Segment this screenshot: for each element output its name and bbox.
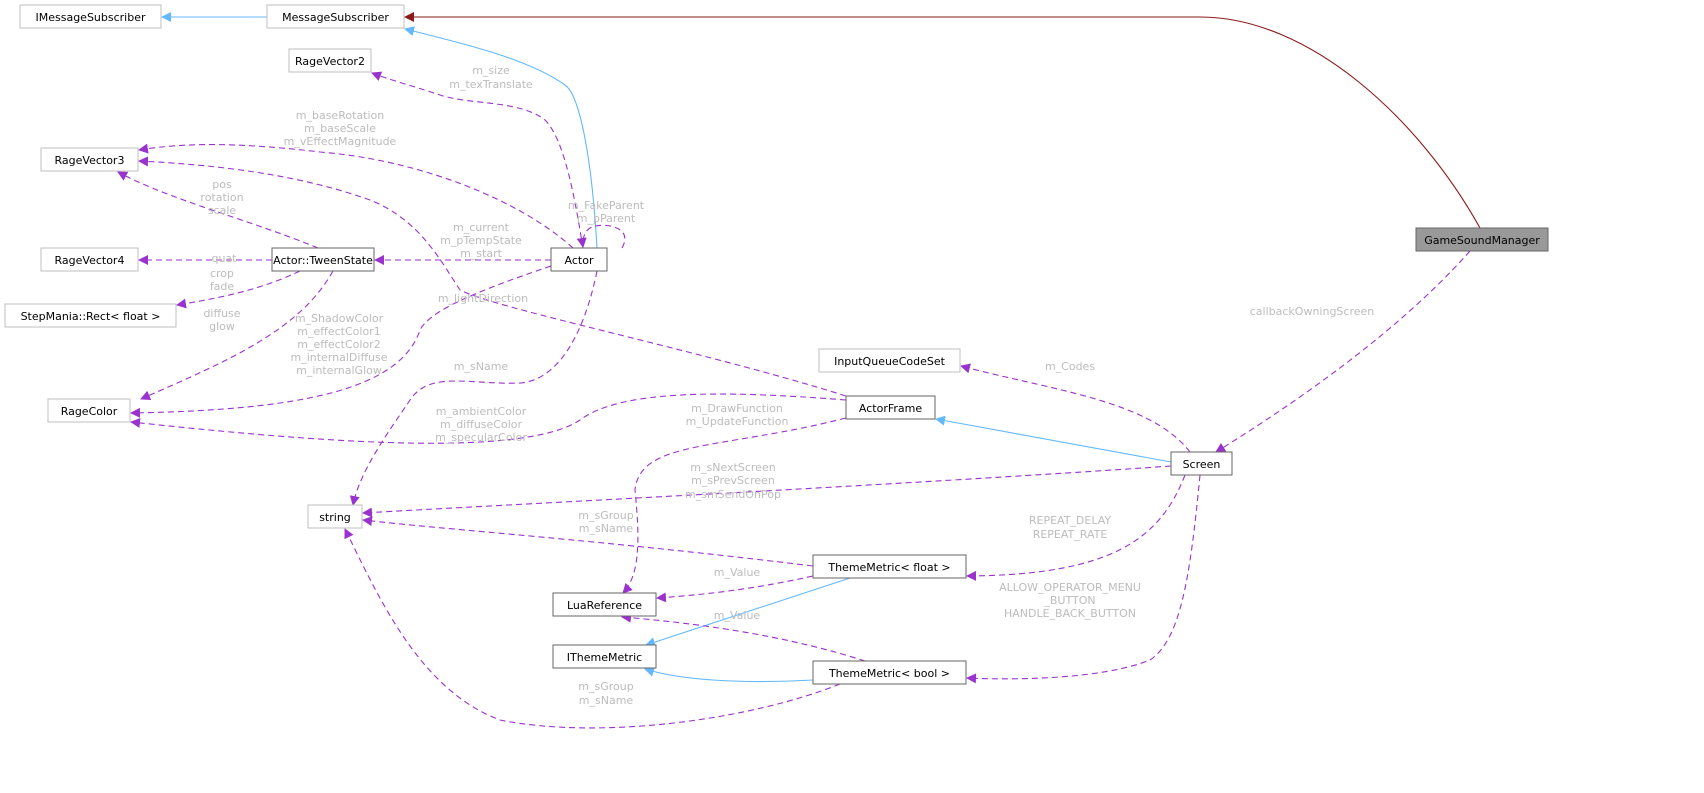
edge-actor-ragecolor [130, 265, 552, 418]
node-ragevector2[interactable]: RageVector2 [288, 48, 372, 73]
svg-text:Actor::TweenState: Actor::TweenState [273, 254, 373, 267]
edge-tweenstate-ragecolor [140, 270, 334, 400]
svg-text:IMessageSubscriber: IMessageSubscriber [35, 11, 145, 24]
svg-text:InputQueueCodeSet: InputQueueCodeSet [834, 355, 946, 368]
edge-thememetric-float-ithememetric [645, 577, 851, 647]
edge-tweenstate-rect [176, 270, 301, 309]
edge-gamesoundmanager-screen [1215, 250, 1471, 453]
node-screen[interactable]: Screen [1170, 451, 1233, 476]
node-ragevector4[interactable]: RageVector4 [40, 247, 139, 272]
edges [117, 12, 1481, 729]
edge-screen-inputqueuecodeset [960, 363, 1191, 453]
label-quat: quat [211, 252, 237, 265]
svg-text:MessageSubscriber: MessageSubscriber [282, 11, 389, 24]
svg-text:string: string [319, 511, 351, 524]
node-ragevector3[interactable]: RageVector3 [40, 147, 139, 172]
edge-thememetric-bool-luareference [621, 612, 866, 662]
nodes: IMessageSubscriber MessageSubscriber Rag… [4, 4, 1549, 685]
label-codes: m_Codes [1045, 360, 1095, 373]
edge-actor-self [576, 224, 626, 249]
svg-text:GameSoundManager: GameSoundManager [1424, 234, 1540, 247]
svg-text:ThemeMetric< bool >: ThemeMetric< bool > [828, 667, 950, 680]
edge-screen-thememetric-float [966, 474, 1186, 581]
label-sname: m_sName [454, 360, 509, 373]
edge-thememetric-float-string [362, 516, 814, 567]
edge-actor-messagesubscriber [404, 26, 598, 249]
edge-screen-actorframe [935, 415, 1172, 463]
edge-screen-string [362, 465, 1172, 518]
edge-screen-thememetric-bool [966, 474, 1201, 684]
edge-thememetric-bool-ithememetric [644, 666, 814, 683]
svg-text:LuaReference: LuaReference [567, 599, 642, 612]
node-inputqueuecodeset[interactable]: InputQueueCodeSet [818, 348, 961, 373]
edge-thememetric-bool-string [344, 528, 841, 729]
svg-text:RageVector3: RageVector3 [55, 154, 125, 167]
edge-actor-ragevector2 [371, 71, 584, 249]
node-imessagesubscriber[interactable]: IMessageSubscriber [19, 4, 162, 29]
label-light: m_lightDirection [438, 292, 528, 305]
edge-actorframe-ragevector3 [138, 156, 847, 397]
svg-text:IThemeMetric: IThemeMetric [567, 651, 642, 664]
edge-gamesoundmanager-messagesubscriber [404, 12, 1481, 229]
label-value1: m_Value [714, 566, 761, 579]
svg-text:Screen: Screen [1183, 458, 1221, 471]
edge-thememetric-float-luareference [656, 575, 814, 603]
node-tweenstate[interactable]: Actor::TweenState [271, 247, 375, 272]
node-ragecolor[interactable]: RageColor [47, 398, 131, 423]
svg-text:StepMania::Rect< float >: StepMania::Rect< float > [21, 310, 161, 323]
node-actor[interactable]: Actor [550, 247, 608, 272]
node-thememetric-bool[interactable]: ThemeMetric< bool > [812, 660, 967, 685]
edge-actorframe-ragecolor [130, 393, 847, 444]
node-messagesubscriber[interactable]: MessageSubscriber [266, 4, 405, 29]
node-gamesoundmanager[interactable]: GameSoundManager [1415, 227, 1549, 252]
edge-actor-string [349, 270, 598, 506]
node-ithememetric[interactable]: IThemeMetric [552, 644, 657, 669]
svg-text:RageVector4: RageVector4 [55, 254, 125, 267]
svg-text:ActorFrame: ActorFrame [859, 402, 922, 415]
svg-text:ThemeMetric< float >: ThemeMetric< float > [827, 561, 950, 574]
svg-text:RageColor: RageColor [61, 405, 118, 418]
svg-text:RageVector2: RageVector2 [295, 55, 365, 68]
edge-actor-ragevector3 [138, 143, 574, 249]
edge-tweenstate-ragevector3 [117, 171, 319, 249]
svg-text:Actor: Actor [565, 254, 594, 267]
node-rect[interactable]: StepMania::Rect< float > [4, 303, 177, 328]
node-thememetric-float[interactable]: ThemeMetric< float > [812, 554, 967, 579]
node-actorframe[interactable]: ActorFrame [845, 395, 936, 420]
label-value2: m_Value [714, 609, 761, 622]
node-string[interactable]: string [307, 504, 363, 529]
label-callback: callbackOwningScreen [1250, 305, 1375, 318]
node-luareference[interactable]: LuaReference [552, 592, 657, 617]
